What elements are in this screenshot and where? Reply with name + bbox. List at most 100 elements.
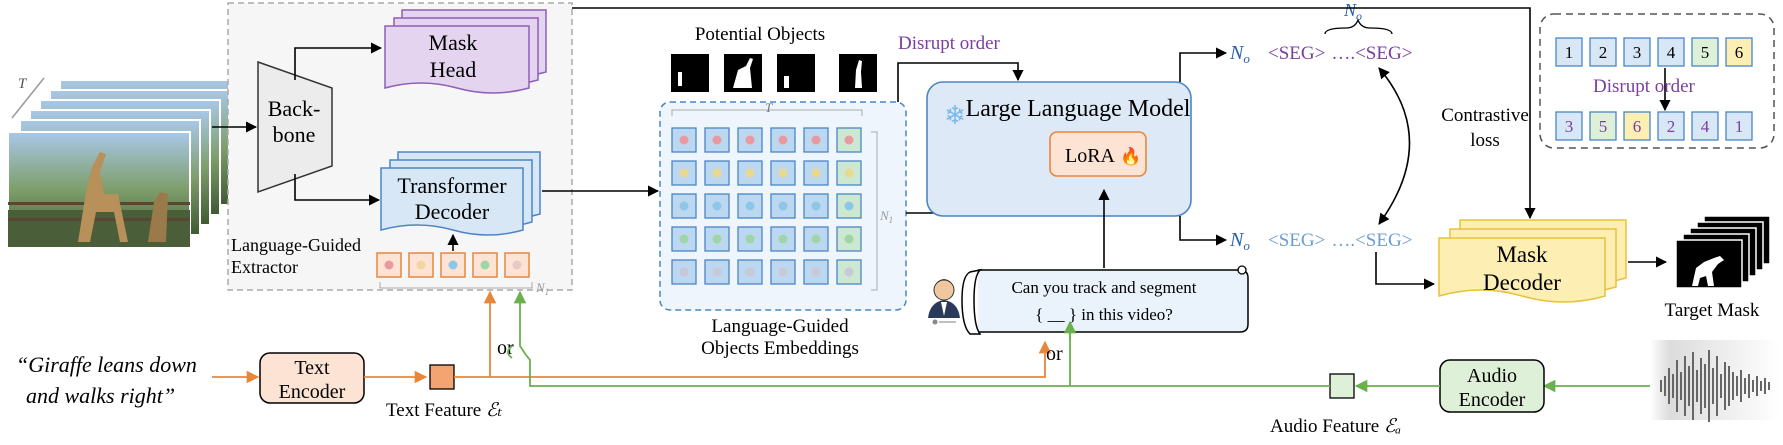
embedding-cell: [803, 226, 829, 252]
text-feature-token: [429, 364, 455, 390]
waveform-bar: [1692, 352, 1694, 420]
embedding-dot: [778, 234, 788, 244]
potential-objects-title: Potential Objects: [695, 24, 825, 45]
embedding-dot: [844, 234, 854, 244]
embedding-cell: [836, 259, 862, 285]
waveform-bar: [1756, 376, 1758, 396]
disrupt-order-label: Disrupt order: [898, 33, 1001, 54]
disrupt-top-number: 6: [1735, 43, 1744, 62]
seg-tokens-top: No <SEG>….<SEG> No: [1229, 0, 1412, 66]
disrupt-bottom-number: 2: [1667, 117, 1676, 136]
waveform-bar: [1744, 378, 1746, 394]
svg-text:loss: loss: [1470, 130, 1500, 151]
waveform-bar: [1680, 372, 1682, 400]
embeddings-caption: Language-Guided: [711, 316, 849, 337]
svg-text:Audio: Audio: [1467, 365, 1517, 387]
embedding-dot: [778, 267, 788, 277]
embedding-dot: [745, 201, 755, 211]
svg-text:Mask: Mask: [429, 30, 478, 55]
disrupt-top-number: 2: [1599, 43, 1608, 62]
embedding-dot: [712, 267, 722, 277]
waveform-bar: [1688, 366, 1690, 406]
svg-text:<SEG>….<SEG>: <SEG>….<SEG>: [1268, 43, 1412, 64]
disrupt-top-cell: [1623, 37, 1651, 67]
disrupt-bottom-number: 6: [1633, 117, 1642, 136]
disrupt-top-cell: [1657, 37, 1685, 67]
disrupt-bottom-number: 1: [1735, 117, 1744, 136]
disrupt-box-label: Disrupt order: [1593, 76, 1696, 97]
contrastive-arrow: [1378, 67, 1411, 225]
audio-encoder-block: Audio Encoder: [1439, 359, 1545, 413]
backbone-block: Back- bone: [257, 60, 333, 194]
disrupt-bottom-number: 3: [1565, 117, 1574, 136]
text-feature-label: Text Feature ℰₜ: [386, 400, 502, 421]
disrupt-bottom-row: 3 5 6 2 4 1: [1555, 111, 1753, 141]
mask-decoder-block: Mask Decoder: [1438, 219, 1627, 303]
frames-t-label: T: [18, 76, 28, 92]
waveform-bar: [1664, 376, 1666, 396]
svg-text:No: No: [1343, 0, 1362, 23]
waveform-bar: [1712, 368, 1714, 404]
waveform-bar: [1768, 382, 1770, 390]
waveform-bar: [1708, 350, 1710, 422]
svg-text:Extractor: Extractor: [231, 257, 298, 277]
disrupt-bottom-number: 5: [1599, 117, 1608, 136]
audio-feature-token: [1329, 373, 1355, 399]
svg-text:Can you track and segment: Can you track and segment: [1011, 278, 1196, 297]
embedding-dot: [679, 135, 689, 145]
embedding-cell: [671, 193, 697, 219]
fire-icon: 🔥: [1120, 146, 1141, 166]
embedding-dot: [778, 135, 788, 145]
embedding-dot: [679, 201, 689, 211]
svg-text:{ __ } in this video?: { __ } in this video?: [1035, 305, 1173, 324]
svg-text:Text: Text: [294, 357, 330, 379]
disrupt-bottom-cell: [1691, 111, 1719, 141]
llm-title: Large Language Model: [966, 96, 1191, 122]
svg-text:Transformer: Transformer: [397, 173, 507, 198]
embedding-dot: [745, 168, 755, 178]
disrupt-bottom-cell: [1623, 111, 1651, 141]
snowflake-icon: ❄: [944, 101, 966, 130]
contrastive-label: Contrastive: [1441, 105, 1529, 126]
or-label-right: or: [1046, 343, 1063, 365]
disrupt-bottom-cell: [1589, 111, 1617, 141]
waveform-bar: [1736, 376, 1738, 396]
svg-text:<SEG>….<SEG>: <SEG>….<SEG>: [1268, 230, 1412, 251]
disrupt-top-cell: [1589, 37, 1617, 67]
waveform-bar: [1672, 374, 1674, 398]
svg-text:Back-: Back-: [268, 96, 321, 121]
text-encoder-block: Text Encoder: [259, 352, 365, 404]
potential-object-masks: [671, 54, 877, 92]
waveform-bar: [1704, 364, 1706, 408]
lora-block: [1049, 131, 1147, 177]
embedding-dot: [778, 168, 788, 178]
embedding-dot: [745, 234, 755, 244]
embedding-dot: [778, 201, 788, 211]
svg-text:Decoder: Decoder: [415, 199, 490, 224]
waveform-bar: [1764, 378, 1766, 394]
embedding-dot: [712, 168, 722, 178]
embedding-cell: [737, 259, 763, 285]
waveform-bar: [1700, 358, 1702, 414]
embedding-cell: [704, 160, 730, 186]
embedding-dot: [679, 234, 689, 244]
svg-text:Mask: Mask: [1496, 242, 1548, 267]
embedding-dot: [712, 234, 722, 244]
embedding-cell: [803, 193, 829, 219]
waveform-bar: [1732, 372, 1734, 400]
embedding-dot: [844, 168, 854, 178]
waveform-bar: [1676, 360, 1678, 412]
svg-text:Head: Head: [430, 57, 476, 82]
waveform-bar: [1668, 368, 1670, 404]
embeddings-t-label: T: [765, 100, 773, 115]
target-mask-label: Target Mask: [1665, 300, 1760, 321]
embedding-dot: [712, 135, 722, 145]
waveform-bar: [1696, 370, 1698, 402]
svg-text:Encoder: Encoder: [1459, 389, 1526, 411]
transformer-decoder-block: Transformer Decoder: [380, 151, 541, 236]
embedding-dot: [811, 201, 821, 211]
waveform-bar: [1660, 380, 1662, 392]
embedding-dot: [844, 135, 854, 145]
disrupt-bottom-number: 4: [1701, 117, 1710, 136]
